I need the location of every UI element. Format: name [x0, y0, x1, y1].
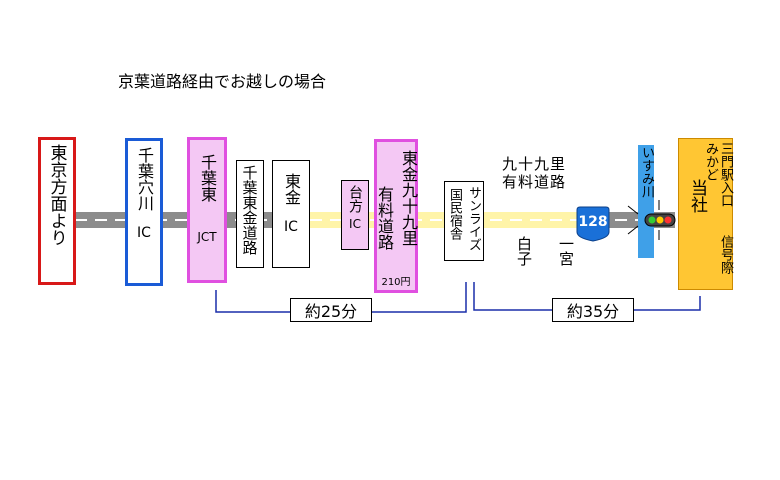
daikata-ic-name: 台方	[347, 185, 363, 213]
station-entrance-label: 三門駅入口	[718, 142, 733, 207]
duration-25min: 約25分	[290, 298, 372, 322]
route-128-label: 128	[578, 214, 608, 230]
chiba-higashi-jct: JCT	[197, 230, 217, 244]
isumi-river-label: いすみ川	[639, 146, 654, 198]
mikado-label: みかど	[703, 142, 718, 181]
togane-ic-name: 東金	[282, 173, 301, 205]
route-128-sign	[576, 206, 610, 242]
kokumin-shukusha-box: サンライズ 国民宿舎	[444, 181, 484, 261]
sunrise-label: サンライズ	[466, 186, 481, 251]
daikata-ic-box: 台方 IC	[341, 180, 369, 250]
chiba-anagawa-ic: IC	[137, 225, 151, 241]
chiba-higashi-jct-box: 千葉東 JCT	[187, 137, 227, 283]
daikata-ic-sub: IC	[349, 217, 361, 231]
togane-ic-box: 東金 IC	[272, 160, 310, 268]
chiba-anagawa-name: 千葉穴川	[135, 147, 154, 211]
tokyo-direction-label: 東京方面より	[46, 144, 67, 246]
chiba-togane-road-box: 千葉東金道路	[236, 160, 264, 268]
ichinomiya-label: 一宮	[557, 236, 575, 266]
company-name: 当社	[687, 179, 707, 213]
isumi-river	[638, 145, 654, 258]
togane-ic-sub: IC	[284, 219, 298, 235]
kujukuri-toll-label: 九十九里 有料道路	[502, 155, 566, 191]
tokyo-direction-box: 東京方面より	[38, 137, 76, 285]
togane-kujukuri-toll-box: 東金九十九里 有料道路 210円	[374, 139, 418, 293]
chiba-togane-road-label: 千葉東金道路	[240, 165, 259, 255]
togane-kujukuri-line1: 東金九十九里	[399, 150, 418, 246]
kujukuri-toll-line1: 九十九里	[502, 155, 567, 173]
kujukuri-toll-line2: 有料道路	[502, 173, 567, 191]
togane-kujukuri-line2: 有料道路	[375, 186, 394, 250]
duration-35min: 約35分	[552, 298, 634, 322]
chiba-higashi-name: 千葉東	[198, 154, 217, 202]
company-box: 三門駅入口 みかど 当社 信号際	[678, 138, 733, 290]
kokumin-shukusha-label: 国民宿舎	[447, 188, 462, 240]
signal-label: 信号際	[718, 235, 733, 274]
shirako-label: 白子	[515, 236, 533, 266]
diagram-title: 京葉道路経由でお越しの場合	[118, 72, 327, 91]
toll-price: 210円	[381, 277, 411, 288]
chiba-anagawa-ic-box: 千葉穴川 IC	[125, 138, 163, 286]
